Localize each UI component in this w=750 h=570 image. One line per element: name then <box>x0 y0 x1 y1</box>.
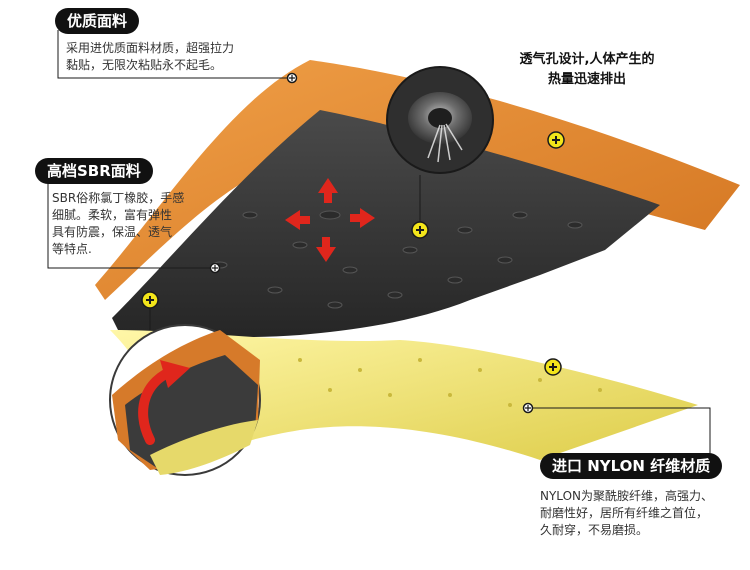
premium-fabric-desc: 采用进优质面料材质，超强拉力 黏贴，无限次粘贴永不起毛。 <box>66 41 235 72</box>
leader-lines <box>47 30 711 466</box>
premium-fabric-title: 优质面料 <box>55 8 140 34</box>
foam-layer <box>112 110 660 338</box>
zoom-circle <box>109 324 261 476</box>
breathing-hole-caption: 透气孔设计,人体产生的 热量迅速排出 <box>519 52 655 87</box>
breathing-hole-zoom <box>386 66 494 174</box>
orange-fabric-layer <box>95 60 740 300</box>
nylon-perforations <box>298 358 602 407</box>
sbr-fabric-title: 高档SBR面料 <box>35 158 153 184</box>
stretch-arrows <box>285 178 375 262</box>
sbr-fabric-desc: SBR俗称氯丁橡胶，手感 细腻。柔软，富有弹性 具有防震，保温、透气 等特点. <box>52 191 185 256</box>
nylon-desc: NYLON为聚酰胺纤维，高强力、 耐磨性好，居所有纤维之首位， 久耐穿，不易磨损… <box>540 489 713 537</box>
foam-texture <box>212 210 583 309</box>
plus-markers <box>141 131 565 376</box>
nylon-title: 进口 NYLON 纤维材质 <box>540 453 723 479</box>
